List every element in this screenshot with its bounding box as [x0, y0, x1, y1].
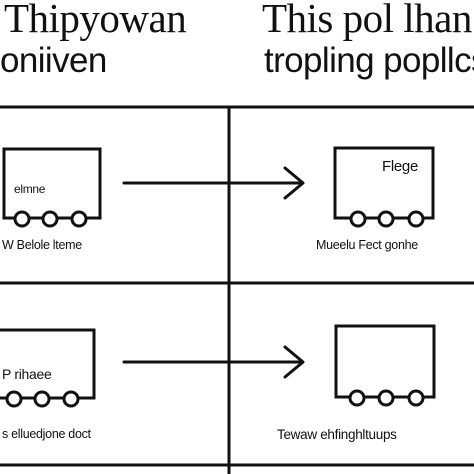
- subtitle-left: oniiven: [0, 41, 107, 80]
- box-label-1: elmne: [14, 182, 46, 196]
- title-line-2: oniiven tropling popllcs spnc: [0, 40, 474, 82]
- caption-3: s elluedjone doct: [2, 427, 91, 441]
- box-label-3: P rihaee: [2, 366, 52, 382]
- title-line-1: Thipyowan This pol lhan: [0, 0, 474, 42]
- truck-icon: [2, 147, 102, 228]
- title-left: Thipyowan: [4, 0, 187, 41]
- box-label-2: Flege: [382, 158, 419, 175]
- truck-icon: [333, 146, 435, 228]
- title-right: This pol lhan: [262, 0, 472, 41]
- truck-icon: [0, 328, 96, 408]
- arrow-right-icon: [122, 166, 305, 200]
- arrow-right-icon: [122, 345, 305, 379]
- caption-4: Tewaw ehfinghltuups: [277, 427, 397, 442]
- caption-2: Mueelu Fect gonhe: [316, 238, 418, 252]
- truck-icon: [334, 324, 436, 407]
- subtitle-right: tropling popllcs spnc: [264, 41, 474, 80]
- caption-1: W Belole lteme: [2, 238, 82, 252]
